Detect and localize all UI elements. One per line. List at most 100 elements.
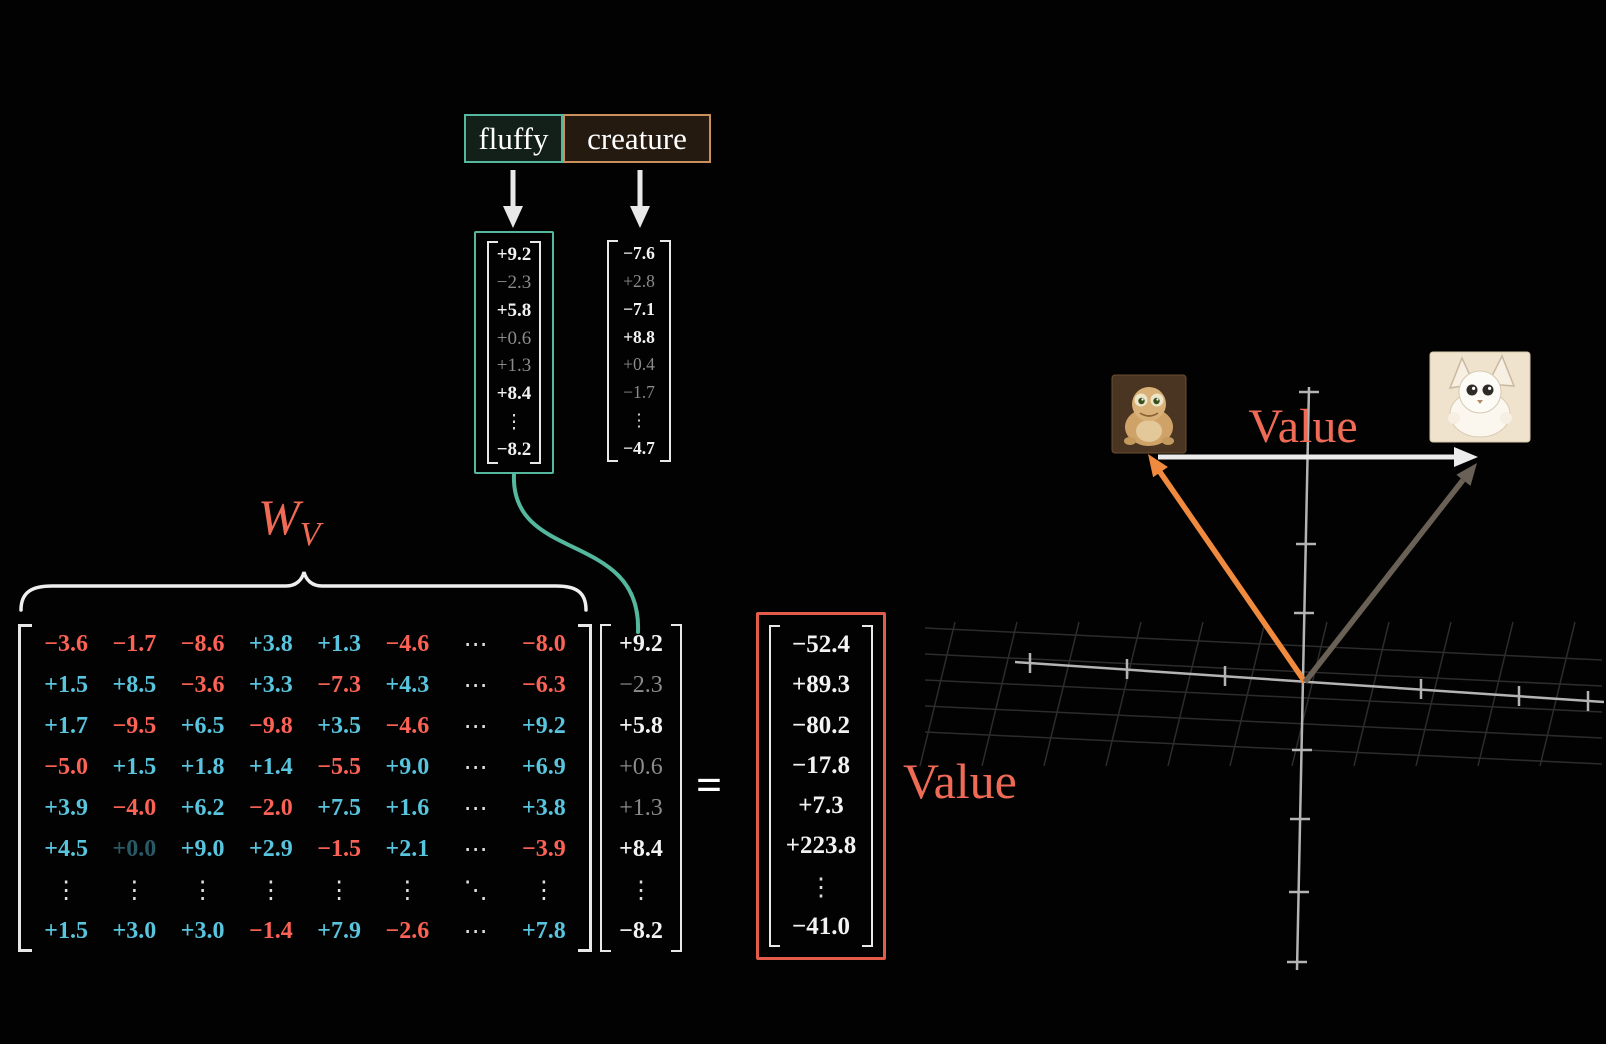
matrix-cell: +6.5 bbox=[180, 713, 225, 739]
matrix-cell: +1.8 bbox=[180, 754, 225, 780]
creature-embedding-vector: −7.6 +2.8 −7.1 +8.8 +0.4 −1.7 ⋮ −4.7 bbox=[607, 240, 671, 462]
matrix-overbrace bbox=[19, 571, 588, 612]
vector-entry: −4.7 bbox=[623, 437, 655, 458]
bracket-left bbox=[18, 624, 32, 952]
matrix-cell: +0.0 bbox=[112, 836, 157, 862]
matrix-cell: +9.0 bbox=[385, 754, 430, 780]
token-fluffy: fluffy bbox=[464, 114, 563, 163]
bracket-left bbox=[769, 625, 780, 947]
matrix-cell: +4.3 bbox=[385, 672, 430, 698]
vector-ellipsis: ⋮ bbox=[808, 873, 834, 901]
fluffy-embedding-vector: +9.2 −2.3 +5.8 +0.6 +1.3 +8.4 ⋮ −8.2 bbox=[487, 241, 541, 464]
matrix-cell: +2.9 bbox=[249, 836, 293, 862]
matrix-cell: +6.2 bbox=[180, 795, 225, 821]
matrix-cell: +1.5 bbox=[112, 754, 157, 780]
vector-ellipsis: ⋮ bbox=[504, 411, 524, 433]
matrix-cell: +8.5 bbox=[112, 672, 157, 698]
fluffy-creature-image bbox=[1429, 351, 1531, 443]
bracket-right bbox=[671, 624, 682, 952]
matrix-cell: −9.8 bbox=[249, 713, 293, 739]
matrix-cell: −2.6 bbox=[385, 918, 430, 944]
matrix-cell: +9.2 bbox=[522, 713, 566, 739]
vector-entry: +9.2 bbox=[619, 631, 663, 657]
connector-curve bbox=[511, 472, 641, 634]
vector-entry: +8.8 bbox=[623, 326, 655, 347]
matrix-cell: ⋮ bbox=[395, 878, 420, 904]
token-creature-label: creature bbox=[587, 120, 687, 156]
matrix-cell: −4.6 bbox=[385, 713, 430, 739]
matrix-cell: +3.0 bbox=[112, 918, 157, 944]
gray-vector-arrow bbox=[1302, 463, 1477, 684]
input-vector: +9.2 −2.3 +5.8 +0.6 +1.3 +8.4 ⋮ −8.2 bbox=[600, 624, 682, 952]
matrix-cell: +2.1 bbox=[385, 836, 430, 862]
matrix-cell: +7.8 bbox=[522, 918, 566, 944]
matrix-cell: +1.3 bbox=[317, 631, 361, 657]
vector-entry: +7.3 bbox=[798, 792, 844, 820]
orange-vector-arrow bbox=[1148, 454, 1308, 684]
vector-entry: −2.3 bbox=[496, 271, 532, 293]
vector-entry: −17.8 bbox=[792, 751, 850, 779]
matrix-cell: +3.9 bbox=[44, 795, 88, 821]
wv-label: WV bbox=[258, 488, 320, 554]
matrix-cell: +3.5 bbox=[317, 713, 361, 739]
vector-entry: +0.6 bbox=[619, 754, 663, 780]
bracket-right bbox=[530, 241, 541, 464]
vector-ellipsis: ⋮ bbox=[629, 878, 653, 904]
3d-vector-scene: Value bbox=[919, 351, 1605, 971]
token-fluffy-label: fluffy bbox=[478, 120, 549, 156]
matrix-cell: −2.0 bbox=[249, 795, 293, 821]
vector-ellipsis: ⋮ bbox=[630, 409, 648, 430]
vector-entry: −80.2 bbox=[792, 711, 850, 739]
matrix-cell: −6.3 bbox=[522, 672, 566, 698]
value-difference-arrow bbox=[1158, 447, 1478, 467]
matrix-cell: −9.5 bbox=[112, 713, 157, 739]
vector-entry: +9.2 bbox=[496, 243, 532, 265]
value-result-box: −52.4 +89.3 −80.2 −17.8 +7.3 +223.8 ⋮ −4… bbox=[756, 612, 886, 960]
matrix-cell: ⋯ bbox=[463, 673, 488, 699]
gecko-creature-image bbox=[1111, 374, 1187, 454]
vector-entry: +8.4 bbox=[619, 836, 663, 862]
matrix-cell: +3.3 bbox=[249, 672, 293, 698]
vector-entry: +223.8 bbox=[785, 832, 857, 860]
matrix-cell: +1.6 bbox=[385, 795, 430, 821]
matrix-cell: −4.0 bbox=[112, 795, 157, 821]
matrix-cell: −5.5 bbox=[317, 754, 361, 780]
matrix-cell: +7.5 bbox=[317, 795, 361, 821]
vector-entry: −1.7 bbox=[623, 382, 655, 403]
matrix-cell: +6.9 bbox=[522, 754, 566, 780]
matrix-cell: ⋯ bbox=[463, 632, 488, 658]
matrix-cell: +3.8 bbox=[249, 631, 293, 657]
vector-entry: −8.2 bbox=[619, 918, 663, 944]
matrix-cell: ⋮ bbox=[122, 878, 147, 904]
matrix-cell: +9.0 bbox=[180, 836, 225, 862]
bracket-left bbox=[607, 240, 618, 462]
floor-grid bbox=[919, 621, 1603, 767]
vector-entry: +89.3 bbox=[792, 671, 850, 699]
matrix-cell: ⋮ bbox=[531, 878, 556, 904]
vector-entry: +0.4 bbox=[623, 354, 655, 375]
matrix-cell: ⋮ bbox=[54, 878, 79, 904]
matrix-cell: ⋮ bbox=[327, 878, 352, 904]
matrix-cell: ⋯ bbox=[463, 796, 488, 822]
vector-entry: +1.3 bbox=[619, 795, 663, 821]
matrix-cell: −3.9 bbox=[522, 836, 566, 862]
vector-entry: +2.8 bbox=[623, 271, 655, 292]
matrix-cell: ⋯ bbox=[463, 714, 488, 740]
bracket-right bbox=[862, 625, 873, 947]
wv-label-sub: V bbox=[299, 516, 321, 553]
value-label-left: Value bbox=[903, 753, 1017, 809]
matrix-cell: +1.5 bbox=[44, 918, 88, 944]
vector-entry: +0.6 bbox=[496, 327, 532, 349]
matrix-cell: ⋮ bbox=[258, 878, 283, 904]
matrix-cell: −8.6 bbox=[180, 631, 225, 657]
matrix-cell: +1.5 bbox=[44, 672, 88, 698]
matrix-cell: −4.6 bbox=[385, 631, 430, 657]
bracket-right bbox=[660, 240, 671, 462]
bracket-left bbox=[487, 241, 498, 464]
vector-entry: +5.8 bbox=[619, 713, 663, 739]
vector-entry: −52.4 bbox=[792, 631, 850, 659]
matrix-cell: +7.9 bbox=[317, 918, 361, 944]
matrix-cell: ⋱ bbox=[463, 878, 488, 904]
value-label-right: Value bbox=[1248, 400, 1357, 453]
matrix-cell: −1.4 bbox=[249, 918, 293, 944]
